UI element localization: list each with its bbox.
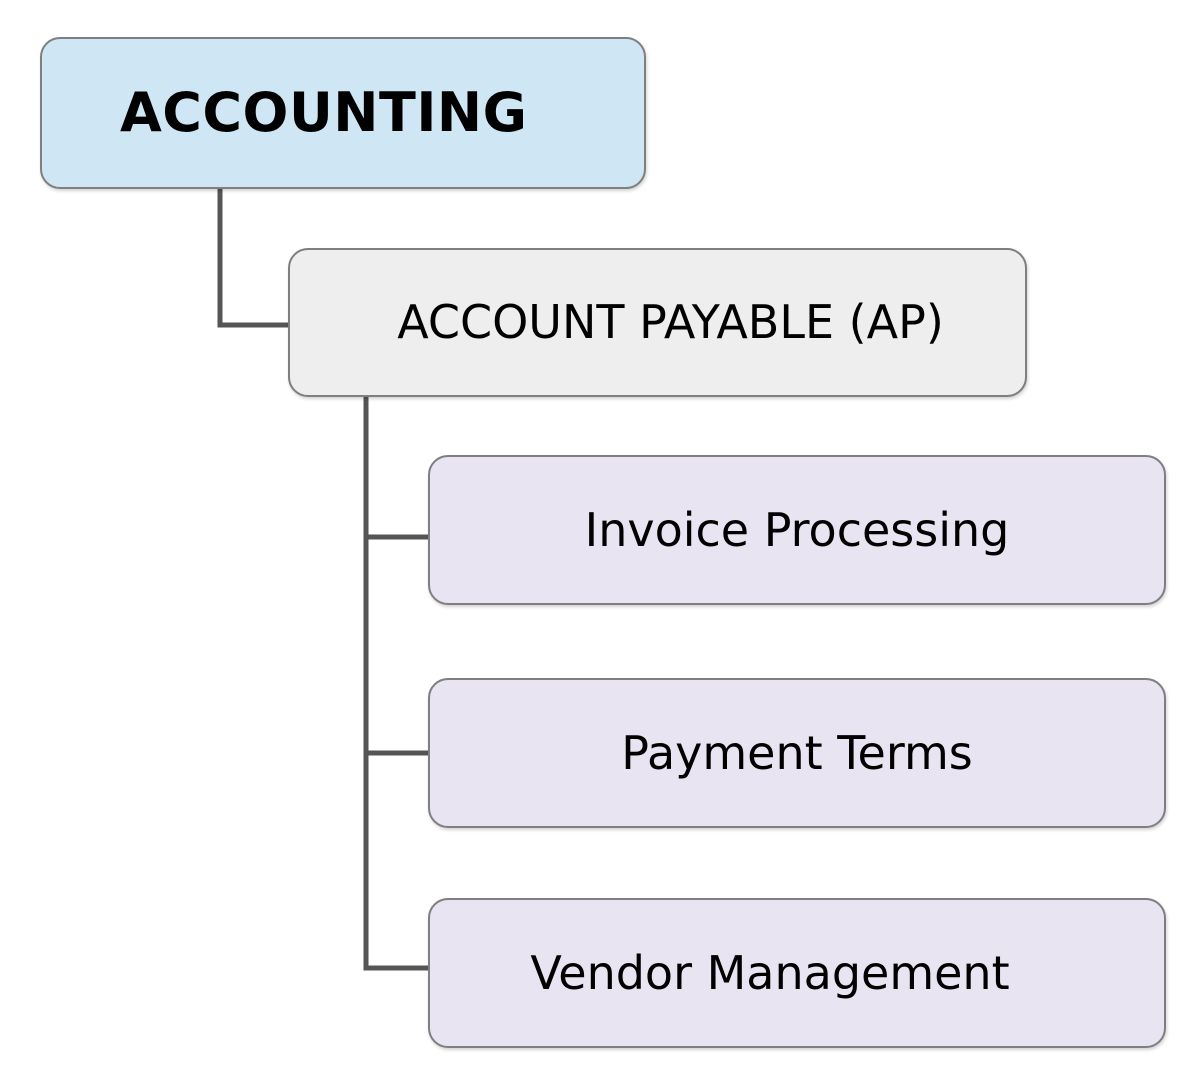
- node-invoice-processing[interactable]: Invoice Processing: [428, 455, 1166, 605]
- connector-root-to-branch: [217, 186, 293, 328]
- node-account-payable[interactable]: ACCOUNT PAYABLE (AP): [288, 248, 1027, 397]
- node-invoice-processing-label: Invoice Processing: [584, 502, 1010, 557]
- node-accounting[interactable]: ACCOUNTING: [40, 37, 646, 189]
- node-accounting-label: ACCOUNTING: [120, 81, 528, 145]
- node-account-payable-label: ACCOUNT PAYABLE (AP): [397, 295, 944, 350]
- node-payment-terms[interactable]: Payment Terms: [428, 678, 1166, 828]
- node-vendor-management-label: Vendor Management: [530, 945, 1010, 1000]
- node-vendor-management[interactable]: Vendor Management: [428, 898, 1166, 1048]
- node-payment-terms-label: Payment Terms: [621, 725, 973, 780]
